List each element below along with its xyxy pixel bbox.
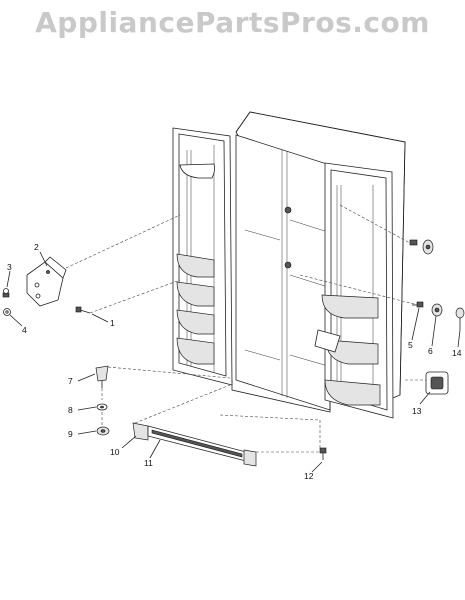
washer-8: [96, 403, 108, 411]
kickplate-11: [147, 425, 257, 467]
callout-3: 3: [7, 262, 12, 272]
callout-2: 2: [34, 242, 39, 252]
callout-14: 14: [452, 348, 462, 358]
callout-8: 8: [68, 405, 73, 415]
callout-13: 13: [412, 406, 422, 416]
callout-9: 9: [68, 429, 73, 439]
kickplate-end-10: [132, 422, 149, 441]
pin-14: [455, 307, 465, 330]
screw-12: [319, 447, 327, 460]
callout-10: 10: [110, 447, 120, 457]
callout-labels: 2 3 4 1 5 6 14 7 8 9 10 11 12 13: [7, 242, 462, 481]
right-door: [314, 162, 394, 419]
callout-11: 11: [144, 458, 153, 468]
callout-1: 1: [110, 318, 115, 328]
left-door: [172, 127, 233, 386]
callout-5: 5: [408, 340, 413, 350]
callout-12: 12: [304, 471, 314, 481]
callout-4: 4: [22, 325, 27, 335]
leader-lines: [6, 251, 461, 473]
callout-6: 6: [428, 346, 433, 356]
hinge-cover-13: [425, 371, 449, 395]
screw-1: [75, 306, 91, 314]
screw-5: [412, 301, 424, 308]
upper-handle-mount: [409, 239, 434, 255]
hinge-pin-7: [95, 365, 109, 388]
alignment-lines: [65, 204, 426, 453]
bushing-6: [431, 303, 443, 317]
hinge-plate: [26, 256, 67, 307]
callout-7: 7: [68, 376, 73, 386]
washer-4: [3, 308, 11, 316]
screw-3: [2, 288, 10, 298]
watermark: AppliancePartsPros.com: [35, 6, 430, 39]
bushing-9: [96, 426, 110, 436]
